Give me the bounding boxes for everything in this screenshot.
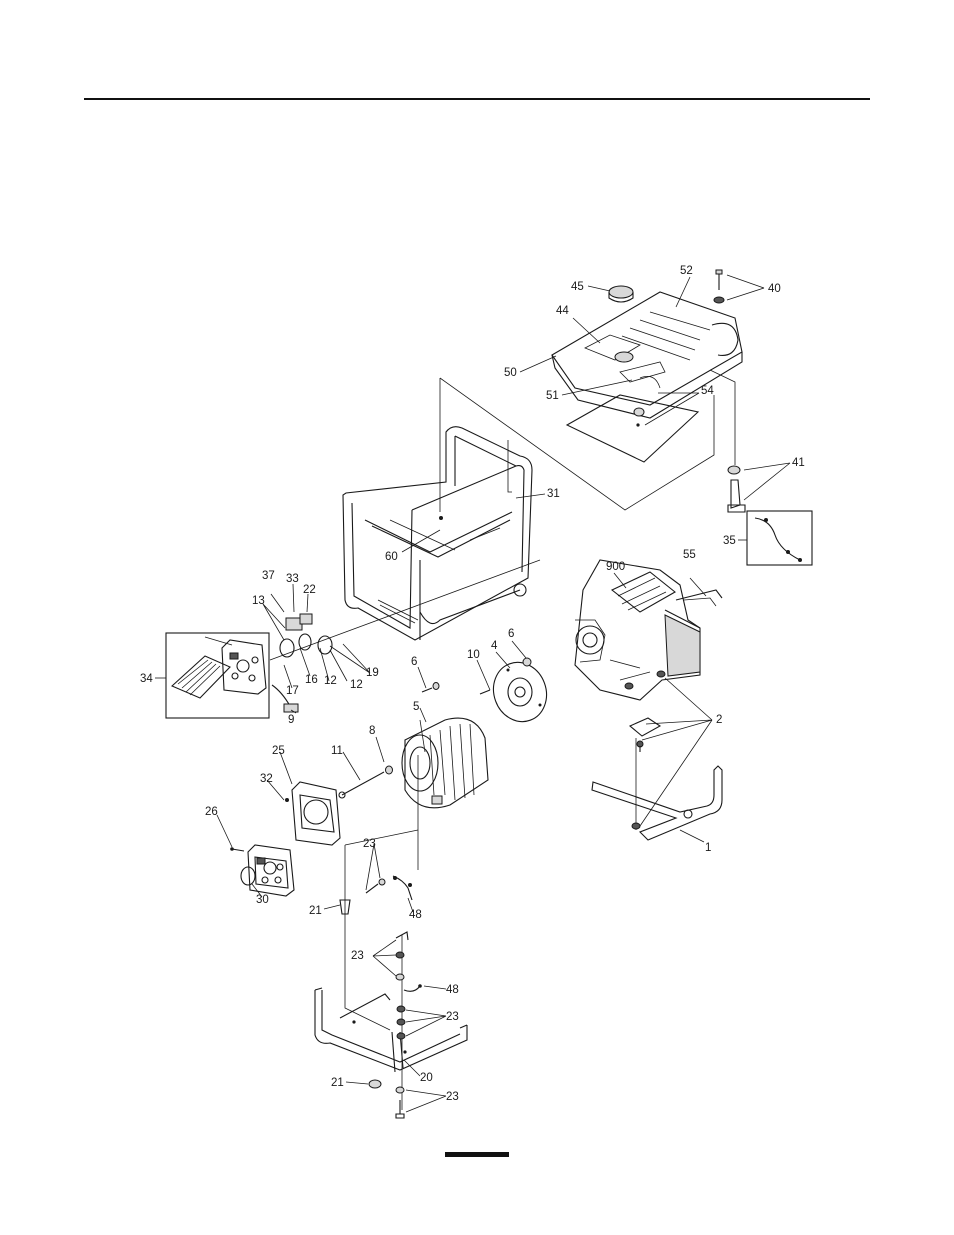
label-21a: 21: [309, 905, 322, 917]
label-33: 33: [286, 573, 299, 585]
label-37: 37: [262, 570, 275, 582]
rear-housing: [285, 782, 340, 845]
label-12a: 12: [324, 675, 337, 687]
label-1: 1: [705, 842, 711, 854]
label-2: 2: [716, 714, 722, 726]
label-44: 44: [556, 305, 569, 317]
label-12b: 12: [350, 679, 363, 691]
through-bolt: [339, 766, 393, 798]
label-51: 51: [546, 390, 559, 402]
label-41: 41: [792, 457, 805, 469]
label-5: 5: [413, 701, 419, 713]
label-23b: 23: [351, 950, 364, 962]
label-19: 19: [366, 667, 379, 679]
label-20: 20: [420, 1072, 433, 1084]
label-10: 10: [467, 649, 480, 661]
fuel-tank: [552, 292, 742, 418]
label-17: 17: [286, 685, 299, 697]
label-23a: 23: [363, 838, 376, 850]
part-labels: 45 52 40 44 50 51 54 41 31 35 60 900 55 …: [140, 265, 805, 1103]
ground-wire-23-48: [366, 876, 412, 900]
label-48b: 48: [446, 984, 459, 996]
label-32: 32: [260, 773, 273, 785]
label-40: 40: [768, 283, 781, 295]
label-55: 55: [683, 549, 696, 561]
label-16: 16: [305, 674, 318, 686]
label-8: 8: [369, 725, 375, 737]
label-31: 31: [547, 488, 560, 500]
fuel-valve: [710, 370, 745, 512]
stator: [402, 718, 488, 808]
tank-screw-and-washer: [714, 270, 724, 303]
label-45: 45: [571, 281, 584, 293]
label-25: 25: [272, 745, 285, 757]
fuel-cap: [609, 286, 633, 302]
rear-bearing-carrier: [485, 655, 554, 729]
label-52: 52: [680, 265, 693, 277]
inset-box-34: [166, 633, 269, 718]
assembly-guide-lines: [270, 378, 714, 1110]
label-34: 34: [140, 673, 153, 685]
label-13: 13: [252, 595, 265, 607]
label-21b: 21: [331, 1077, 344, 1089]
control-panel-front: [230, 845, 294, 896]
label-30: 30: [256, 894, 269, 906]
handle-frame-part-1: [592, 766, 722, 840]
label-6b: 6: [411, 656, 417, 668]
label-22: 22: [303, 584, 316, 596]
label-23c: 23: [446, 1011, 459, 1023]
inset-box-35: [747, 511, 812, 565]
label-26: 26: [205, 806, 218, 818]
footer-bar: [445, 1152, 509, 1157]
label-4: 4: [491, 640, 498, 652]
fan-housing-screws: [422, 658, 531, 694]
label-54: 54: [701, 385, 714, 397]
label-6a: 6: [508, 628, 514, 640]
label-9: 9: [288, 714, 294, 726]
label-50: 50: [504, 367, 517, 379]
support-frame-20: [315, 988, 467, 1072]
frame: [343, 427, 532, 640]
label-23d: 23: [446, 1091, 459, 1103]
label-35: 35: [723, 535, 736, 547]
engine: [575, 560, 716, 700]
receptacles-and-breakers: [272, 614, 332, 712]
label-60: 60: [385, 551, 398, 563]
label-900: 900: [606, 561, 625, 573]
label-11: 11: [331, 745, 343, 757]
label-48a: 48: [409, 909, 422, 921]
